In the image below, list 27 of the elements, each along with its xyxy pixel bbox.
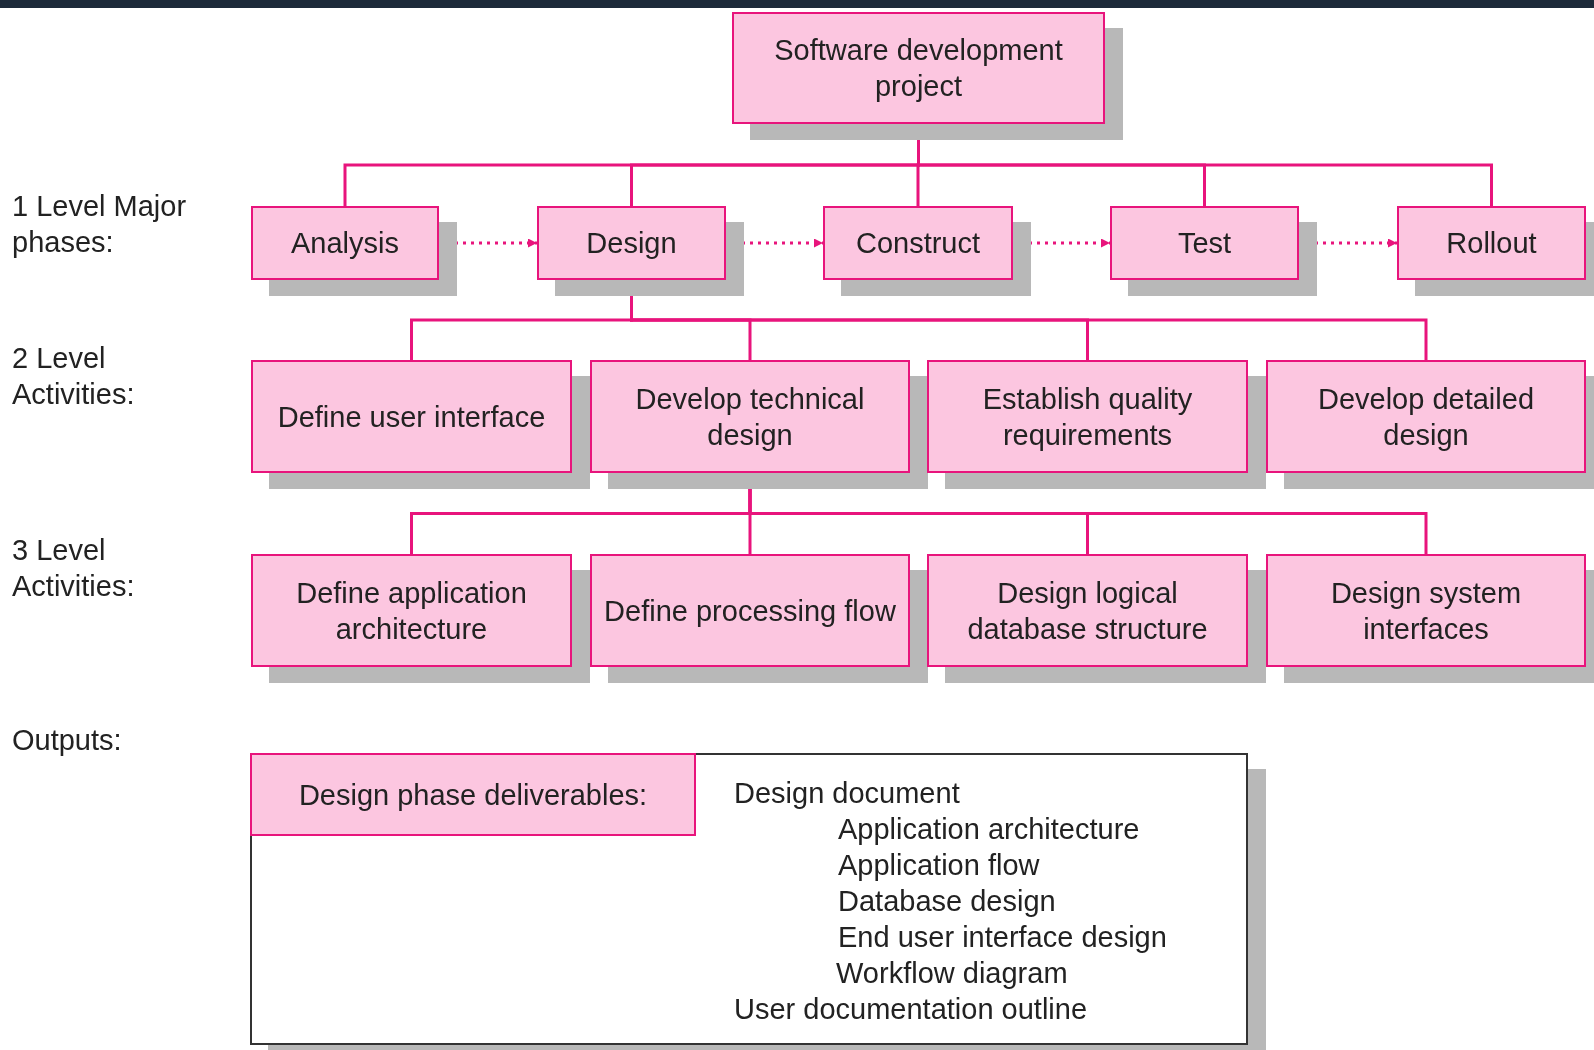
- level-label: 1 Level Major phases:: [12, 189, 188, 260]
- box-label: Develop detailed design: [1316, 381, 1535, 453]
- box-label: Define application architecture: [295, 575, 528, 647]
- list-item: Application flow: [838, 848, 1040, 883]
- list-item: User documentation outline: [734, 992, 1088, 1027]
- level-label: 3 Level Activities:: [12, 533, 136, 604]
- box-label: Establish quality requirements: [981, 381, 1194, 453]
- box-label: Develop technical design: [634, 381, 866, 453]
- box-label: Design logical database structure: [966, 575, 1209, 647]
- list-item: Workflow diagram: [836, 956, 1068, 991]
- list-item: Design document: [734, 776, 960, 811]
- process-box: [250, 753, 696, 836]
- box-label: Define user interface: [276, 399, 547, 435]
- box-label: Define processing flow: [603, 593, 897, 629]
- box-label: Design: [585, 226, 678, 261]
- level-label: Outputs:: [12, 723, 123, 758]
- box-label: Design system interfaces: [1329, 575, 1523, 647]
- list-item: End user interface design: [838, 920, 1167, 955]
- box-label: Software development project: [773, 33, 1064, 104]
- box-label: Test: [1176, 226, 1233, 261]
- box-label: Design phase deliverables:: [297, 777, 649, 813]
- list-item: Application architecture: [838, 812, 1140, 847]
- box-label: Analysis: [290, 226, 400, 261]
- level-label: 2 Level Activities:: [12, 341, 136, 412]
- box-label: Construct: [854, 226, 982, 261]
- box-label: Rollout: [1445, 226, 1538, 261]
- list-item: Database design: [838, 884, 1056, 919]
